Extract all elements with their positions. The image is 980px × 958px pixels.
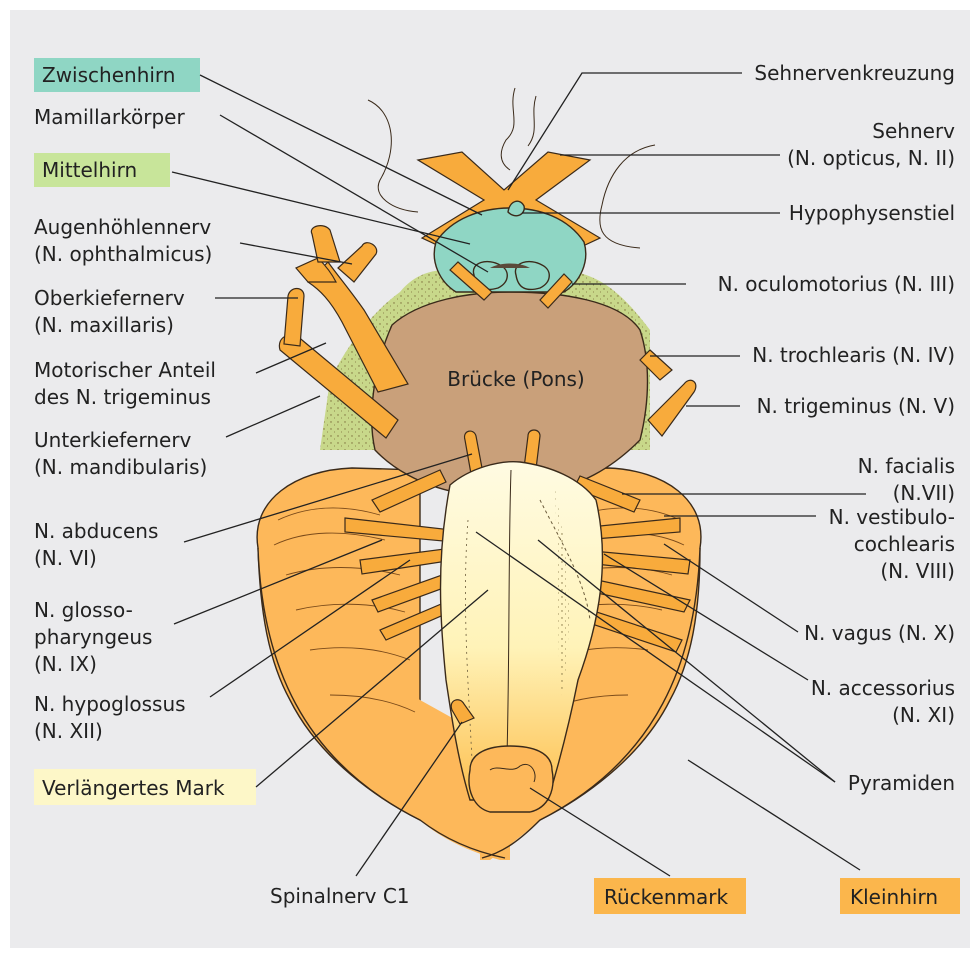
label-rueckenmark: Rückenmark xyxy=(604,885,728,909)
label-sehnerv: Sehnerv xyxy=(872,119,955,143)
trigeminal-nerve-right xyxy=(648,380,696,436)
label-mamillarkoerper: Mamillarkörper xyxy=(34,105,185,129)
label-glosso: N. glosso- xyxy=(34,598,133,622)
label-sehnervenkreuzung: Sehnervenkreuzung xyxy=(754,61,955,85)
label-oculomotorius: N. oculomotorius (N. III) xyxy=(718,272,955,296)
label-zwischenhirn: Zwischenhirn xyxy=(42,63,175,87)
label-vagus: N. vagus (N. X) xyxy=(804,621,955,645)
label-unterkiefernerv-latin: (N. mandibularis) xyxy=(34,455,207,479)
label-hypoglossus: N. hypoglossus xyxy=(34,692,186,716)
label-hypoglossus-num: (N. XII) xyxy=(34,719,103,743)
label-mittelhirn: Mittelhirn xyxy=(42,158,137,182)
label-unterkiefernerv: Unterkiefernerv xyxy=(34,428,192,452)
label-motorischer-anteil-2: des N. trigeminus xyxy=(34,385,211,409)
label-motorischer-anteil: Motorischer Anteil xyxy=(34,358,216,382)
label-kleinhirn: Kleinhirn xyxy=(850,885,938,909)
label-oberkiefernerv: Oberkiefernerv xyxy=(34,286,185,310)
spinal-cord xyxy=(469,746,553,812)
label-vestibulo-2: cochlearis xyxy=(854,532,955,556)
label-accessorius-num: (N. XI) xyxy=(892,703,955,727)
label-augenhoehlennerv: Augenhöhlennerv xyxy=(34,215,211,239)
label-vestibulo: N. vestibulo- xyxy=(829,505,955,529)
label-facialis: N. facialis xyxy=(858,454,955,478)
label-glosso-2: pharyngeus xyxy=(34,625,152,649)
label-trigeminus: N. trigeminus (N. V) xyxy=(757,394,955,418)
label-hypophysenstiel: Hypophysenstiel xyxy=(789,201,955,225)
label-oberkiefernerv-latin: (N. maxillaris) xyxy=(34,313,174,337)
label-vestibulo-num: (N. VIII) xyxy=(880,559,955,583)
label-sehnerv-latin: (N. opticus, N. II) xyxy=(787,146,955,170)
label-abducens: N. abducens xyxy=(34,519,158,543)
label-accessorius: N. accessorius xyxy=(811,676,955,700)
label-augenhoehlennerv-latin: (N. ophthalmicus) xyxy=(34,242,212,266)
label-trochlearis: N. trochlearis (N. IV) xyxy=(752,343,955,367)
label-spinalnerv: Spinalnerv C1 xyxy=(270,884,410,908)
label-facialis-num: (N.VII) xyxy=(893,481,955,505)
label-pyramiden: Pyramiden xyxy=(848,771,955,795)
label-bruecke: Brücke (Pons) xyxy=(447,367,584,391)
label-glosso-num: (N. IX) xyxy=(34,652,97,676)
label-verlaengertes-mark: Verlängertes Mark xyxy=(42,776,225,800)
label-abducens-num: (N. VI) xyxy=(34,546,97,570)
